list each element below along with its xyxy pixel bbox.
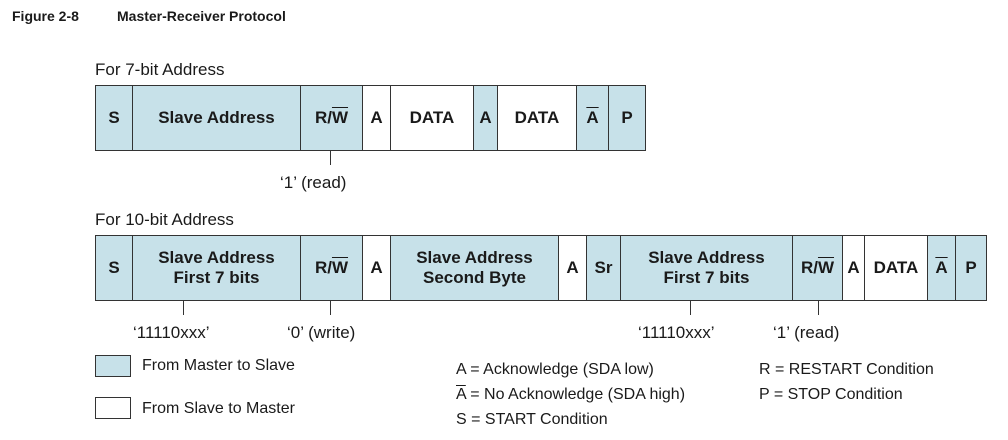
figure-caption: Figure 2-8 Master-Receiver Protocol bbox=[12, 8, 286, 24]
seven-bit-cell-6: DATA bbox=[498, 86, 577, 150]
seven-bit-cell-1: Slave Address bbox=[133, 86, 301, 150]
ten-bit-note-address-repeat: ‘11110xxx’ bbox=[638, 323, 715, 342]
cell-text: Slave Address First 7 bits bbox=[648, 248, 765, 287]
figure-title: Master-Receiver Protocol bbox=[117, 8, 286, 24]
seven-bit-cell-8: P bbox=[609, 86, 645, 150]
legend-slave-swatch bbox=[95, 397, 131, 419]
ten-bit-note-address: ‘11110xxx’ bbox=[133, 323, 210, 342]
cell-text: Slave Address Second Byte bbox=[416, 248, 533, 287]
cell-text: P bbox=[965, 258, 977, 278]
ten-bit-cell-1: Slave Address First 7 bits bbox=[133, 236, 301, 300]
ten-bit-cell-6: Sr bbox=[587, 236, 621, 300]
legend-slave-text: From Slave to Master bbox=[142, 400, 295, 417]
ten-bit-cell-7: Slave Address First 7 bits bbox=[621, 236, 793, 300]
cell-overline-text: W bbox=[331, 108, 349, 128]
seven-bit-label: For 7-bit Address bbox=[95, 60, 225, 79]
cell-text: S bbox=[108, 258, 120, 278]
seven-bit-rw-note: ‘1’ (read) bbox=[280, 173, 347, 192]
cell-text: R/ bbox=[314, 258, 332, 278]
legend-master-text: From Master to Slave bbox=[142, 357, 295, 374]
cell-text: P bbox=[621, 108, 633, 128]
seven-bit-cell-2: R/W bbox=[301, 86, 363, 150]
cell-text: A bbox=[370, 258, 383, 278]
cell-text: A bbox=[847, 258, 860, 278]
ten-bit-cell-10: DATA bbox=[865, 236, 928, 300]
ten-bit-rw2-tick bbox=[818, 301, 819, 315]
ten-bit-cell-9: A bbox=[843, 236, 865, 300]
figure-number: Figure 2-8 bbox=[12, 8, 79, 24]
seven-bit-cell-5: A bbox=[474, 86, 498, 150]
seven-bit-cell-4: DATA bbox=[391, 86, 474, 150]
cell-text: S bbox=[108, 108, 120, 128]
seven-bit-rw-tick bbox=[330, 151, 331, 165]
def-nack-symbol: A bbox=[456, 386, 466, 403]
ten-bit-first-addr-tick bbox=[183, 301, 184, 315]
ten-bit-rw-tick bbox=[330, 301, 331, 315]
ten-bit-cell-5: A bbox=[559, 236, 587, 300]
ten-bit-note-write: ‘0’ (write) bbox=[287, 323, 356, 342]
cell-overline-text: A bbox=[586, 108, 599, 128]
ten-bit-cell-2: R/W bbox=[301, 236, 363, 300]
ten-bit-cell-11: A bbox=[928, 236, 956, 300]
def-acknowledge: A = Acknowledge (SDA low) bbox=[456, 361, 654, 378]
cell-overline-text: W bbox=[331, 258, 349, 278]
seven-bit-cell-0: S bbox=[96, 86, 133, 150]
def-nack-text: = No Acknowledge (SDA high) bbox=[465, 386, 686, 403]
cell-text: A bbox=[370, 108, 383, 128]
ten-bit-cell-12: P bbox=[956, 236, 986, 300]
ten-bit-cell-0: S bbox=[96, 236, 133, 300]
seven-bit-cell-7: A bbox=[577, 86, 609, 150]
cell-text: Sr bbox=[594, 258, 613, 278]
ten-bit-cell-4: Slave Address Second Byte bbox=[391, 236, 559, 300]
cell-text: A bbox=[566, 258, 579, 278]
cell-text: DATA bbox=[514, 108, 560, 128]
def-no-acknowledge: A = No Acknowledge (SDA high) bbox=[456, 386, 685, 404]
cell-text: Slave Address First 7 bits bbox=[158, 248, 275, 287]
ten-bit-cell-8: R/W bbox=[793, 236, 843, 300]
cell-text: DATA bbox=[409, 108, 455, 128]
seven-bit-frame: S Slave Address R/W A DATA A DATA A P bbox=[95, 85, 646, 151]
def-stop: P = STOP Condition bbox=[759, 386, 903, 403]
cell-overline-text: A bbox=[935, 258, 948, 278]
seven-bit-cell-3: A bbox=[363, 86, 391, 150]
legend-master-swatch bbox=[95, 355, 131, 377]
def-restart: R = RESTART Condition bbox=[759, 361, 934, 378]
def-start: S = START Condition bbox=[456, 411, 608, 428]
cell-text: DATA bbox=[873, 258, 919, 278]
ten-bit-label: For 10-bit Address bbox=[95, 210, 234, 229]
cell-text: R/ bbox=[314, 108, 332, 128]
cell-text: Slave Address bbox=[158, 108, 275, 128]
ten-bit-cell-3: A bbox=[363, 236, 391, 300]
cell-text: A bbox=[479, 108, 492, 128]
ten-bit-note-read: ‘1’ (read) bbox=[773, 323, 840, 342]
ten-bit-second-addr-tick bbox=[690, 301, 691, 315]
cell-text: R/ bbox=[800, 258, 818, 278]
cell-overline-text: W bbox=[817, 258, 835, 278]
